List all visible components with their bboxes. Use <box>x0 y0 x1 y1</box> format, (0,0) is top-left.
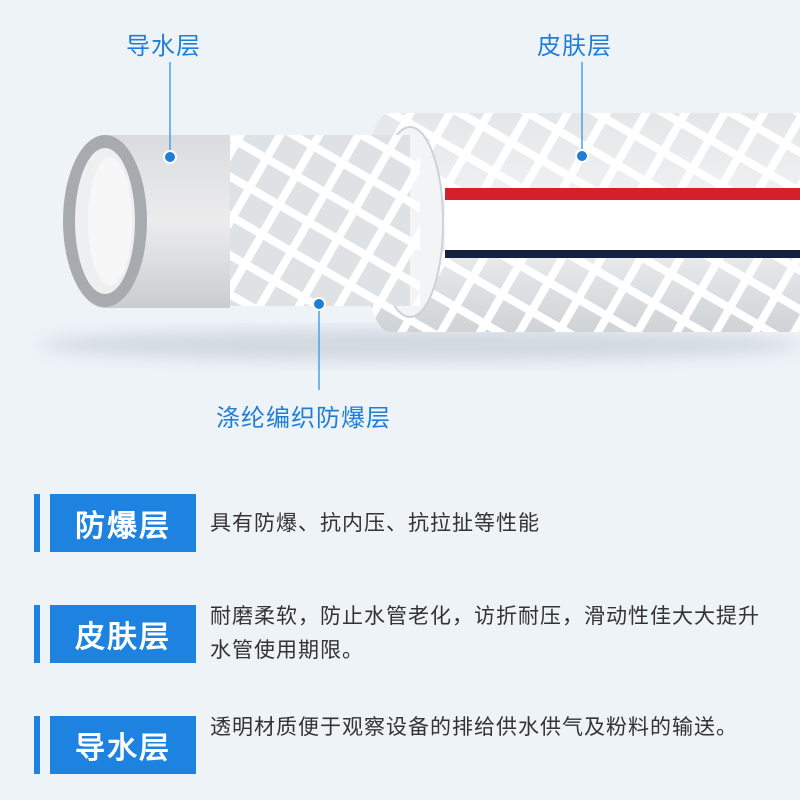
feature-accent-bar <box>34 716 40 774</box>
callout-dot-skin <box>575 149 589 163</box>
label-inner-layer: 导水层 <box>126 32 201 60</box>
feature-tag: 防爆层 <box>50 494 196 552</box>
red-stripe <box>445 188 800 200</box>
feature-description: 耐磨柔软，防止水管老化，访折耐压，滑动性佳大大提升水管使用期限。 <box>210 604 760 662</box>
label-skin-layer: 皮肤层 <box>537 32 612 60</box>
feature-tag: 皮肤层 <box>50 605 196 663</box>
label-braid-layer: 涤纶编织防爆层 <box>216 404 391 432</box>
callout-dot-braid <box>312 297 326 311</box>
hose-diagram <box>40 62 800 390</box>
feature-accent-bar <box>34 494 40 552</box>
navy-stripe <box>445 250 800 258</box>
feature-row-explosion: 防爆层 具有防爆、抗内压、抗拉扯等性能 <box>34 494 774 554</box>
feature-description: 具有防爆、抗内压、抗拉扯等性能 <box>210 511 540 535</box>
feature-accent-bar <box>34 605 40 663</box>
feature-row-skin: 皮肤层 耐磨柔软，防止水管老化，访折耐压，滑动性佳大大提升水管使用期限。 <box>34 604 774 677</box>
hose-shadow <box>40 329 800 361</box>
feature-description: 透明材质便于观察设备的排给供水供气及粉料的输送。 <box>210 715 738 739</box>
inner-layer <box>63 135 231 308</box>
callout-dot-inner <box>163 150 177 164</box>
feature-tag: 导水层 <box>50 716 196 774</box>
feature-row-inner: 导水层 透明材质便于观察设备的排给供水供气及粉料的输送。 <box>34 715 774 788</box>
